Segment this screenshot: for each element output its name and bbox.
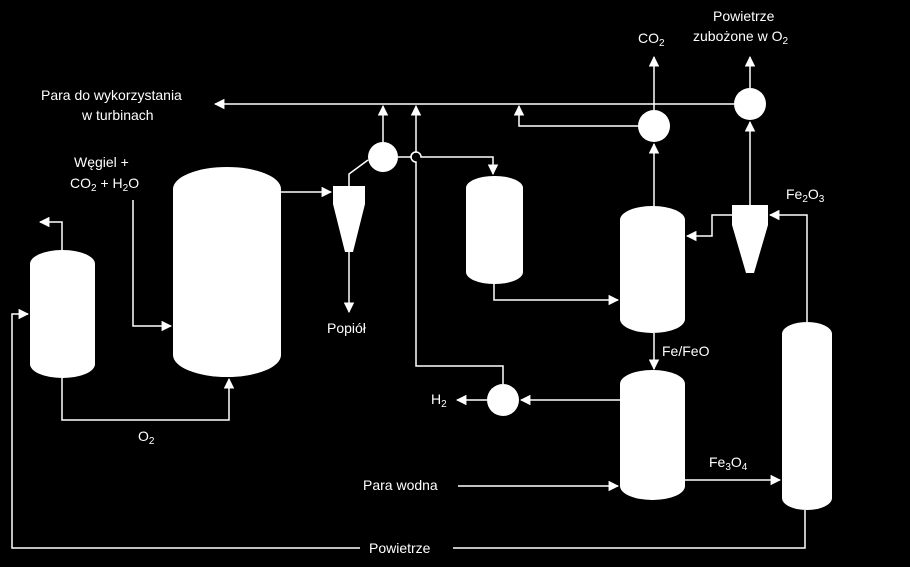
label-depleted-air-1: Powietrze	[713, 8, 775, 24]
intermediate-vessel	[466, 176, 523, 284]
label-co2: CO2	[638, 30, 665, 49]
reducer-reactor	[620, 206, 685, 333]
line-air-loop-left	[11, 308, 360, 549]
label-air: Powietrze	[369, 540, 431, 556]
label-steam-turbine-1: Para do wykorzystania	[41, 87, 182, 103]
oxidizer-reactor	[620, 370, 685, 500]
line-cyclone-to-reducer	[685, 214, 732, 242]
label-coal-1: Węgiel +	[74, 154, 129, 170]
label-ash: Popiół	[327, 320, 367, 336]
line-cyclone-to-exchanger	[348, 159, 369, 186]
line-co2-exchanger-loop	[513, 104, 638, 127]
label-steam-turbine-2: w turbinach	[81, 107, 154, 123]
label-fe-feo: Fe/FeO	[662, 343, 710, 359]
cyclone-ash	[333, 186, 365, 252]
air-reactor	[782, 322, 832, 510]
line-vessel-to-reducer	[493, 284, 620, 306]
gasifier-vessel	[173, 167, 281, 377]
air-separation-unit	[30, 250, 95, 378]
label-steam-water: Para wodna	[363, 477, 438, 493]
label-fe2o3: Fe2O3	[786, 186, 825, 205]
label-coal-2: CO2 + H2O	[70, 175, 139, 194]
label-o2: O2	[138, 428, 155, 447]
line-air-reactor-to-cyclone	[768, 209, 808, 322]
line-exchanger-to-vessel	[398, 151, 499, 176]
line-air-loop	[453, 510, 806, 549]
label-h2: H2	[431, 391, 447, 410]
line-asu-top-out	[38, 216, 63, 250]
heat-exchanger-h2	[487, 384, 519, 416]
cyclone-fe2o3	[732, 205, 768, 273]
heat-exchanger-1	[368, 142, 398, 172]
line-o2-feed	[61, 377, 235, 421]
label-depleted-air-2: zubożone w O2	[693, 28, 789, 47]
heat-exchanger-co2	[638, 110, 670, 142]
label-fe3o4: Fe3O4	[709, 454, 748, 473]
line-coal-feed	[132, 200, 173, 332]
heat-exchanger-air	[734, 88, 766, 120]
